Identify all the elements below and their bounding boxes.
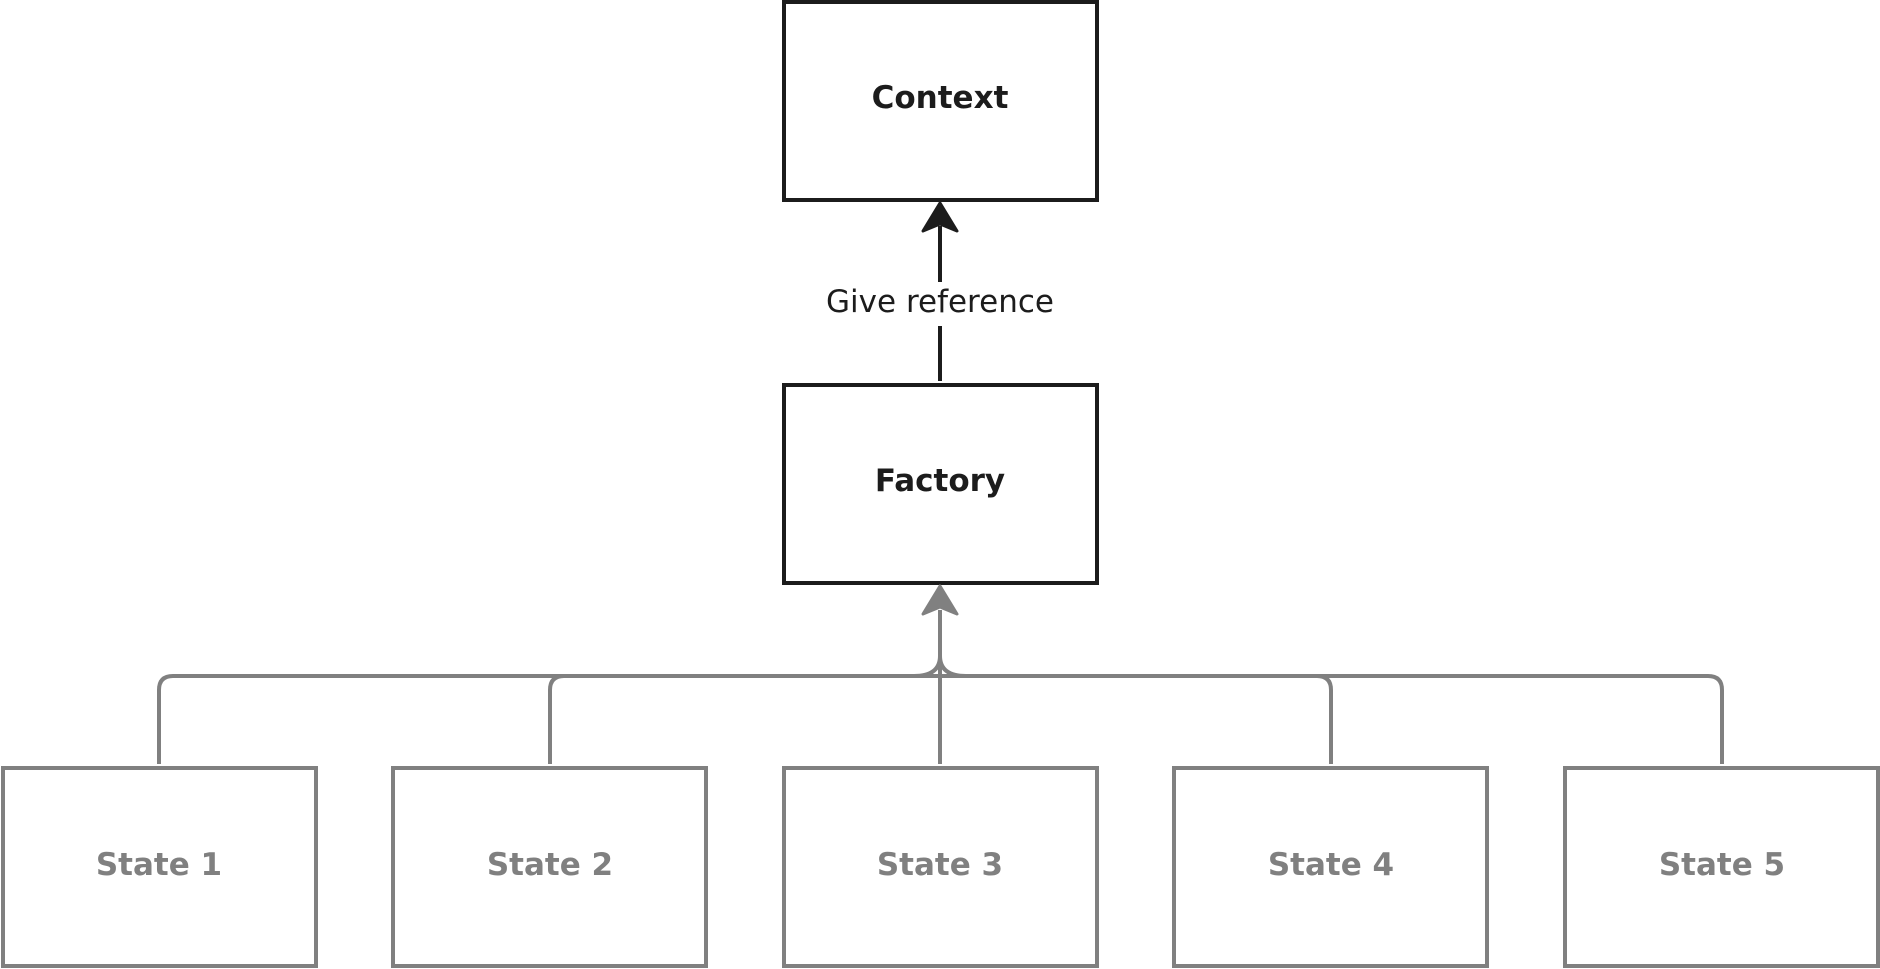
- node-state-4[interactable]: State 4: [1172, 766, 1489, 968]
- node-context[interactable]: Context: [782, 0, 1099, 202]
- node-state-1-label: State 1: [96, 847, 222, 883]
- node-state-4-box: [1172, 766, 1489, 968]
- node-state-2-box: [391, 766, 708, 968]
- node-context-label: Context: [872, 80, 1009, 116]
- node-state-3-label: State 3: [877, 847, 1003, 883]
- edge-state4-to-factory: [940, 674, 1333, 764]
- node-factory[interactable]: Factory: [782, 383, 1099, 585]
- edge-state2-to-factory: [548, 674, 940, 764]
- edge-factory-to-context: Give reference: [826, 201, 1054, 381]
- node-state-2-label: State 2: [487, 847, 613, 883]
- arrowhead-context: [921, 201, 959, 233]
- edge-state5-to-factory: [938, 655, 1724, 764]
- node-context-box: [782, 0, 1099, 202]
- node-factory-label: Factory: [875, 463, 1005, 499]
- node-state-3[interactable]: State 3: [782, 766, 1099, 968]
- node-state-5-label: State 5: [1659, 847, 1785, 883]
- node-state-2[interactable]: State 2: [391, 766, 708, 968]
- arrowhead-factory: [921, 584, 959, 616]
- node-state-3-box: [782, 766, 1099, 968]
- node-state-1-box: [1, 766, 318, 968]
- edges-states-to-factory: [157, 584, 1724, 764]
- node-state-5-box: [1563, 766, 1880, 968]
- node-state-5[interactable]: State 5: [1563, 766, 1880, 968]
- edge-label-give-reference: Give reference: [826, 284, 1054, 320]
- node-factory-box: [782, 383, 1099, 585]
- node-state-4-label: State 4: [1268, 847, 1394, 883]
- node-state-1[interactable]: State 1: [1, 766, 318, 968]
